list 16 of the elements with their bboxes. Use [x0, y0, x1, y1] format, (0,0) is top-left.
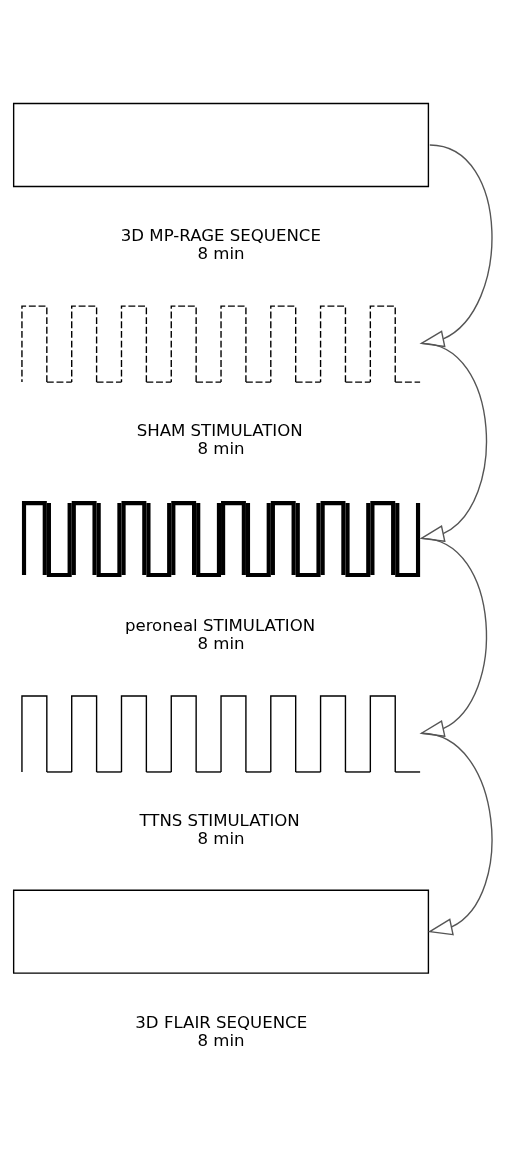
node-label: 8 min [197, 829, 245, 849]
node-label: SHAM STIMULATION [136, 421, 303, 441]
arrow [419, 342, 487, 543]
arrow [420, 732, 493, 936]
node-label: 8 min [197, 1030, 245, 1050]
node-label: TTNS STIMULATION [139, 811, 300, 831]
node-label: 8 min [197, 244, 245, 264]
arrow [419, 144, 493, 348]
node-label: 8 min [197, 634, 245, 654]
node-label: 3D FLAIR SEQUENCE [135, 1012, 308, 1032]
node-box [12, 102, 430, 188]
node-box [12, 889, 430, 974]
node-label: peroneal STIMULATION [124, 616, 316, 636]
arrow [419, 537, 487, 738]
node-label: 8 min [197, 439, 245, 459]
node-label: 3D MP-RAGE SEQUENCE [120, 226, 321, 246]
